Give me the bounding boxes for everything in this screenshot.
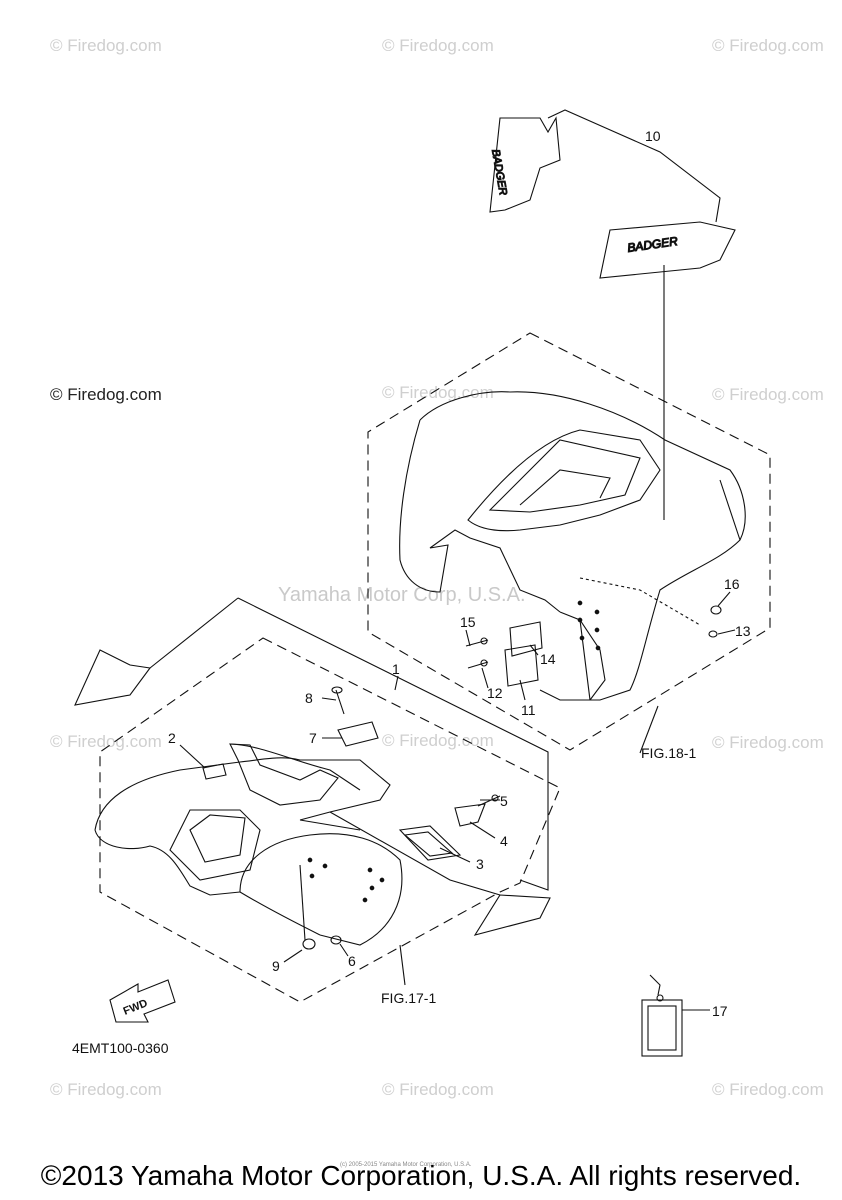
label-part-17: 17	[712, 1003, 728, 1019]
part-8-screw	[335, 689, 345, 715]
part-11-plate	[504, 644, 539, 687]
label-part-9: 9	[272, 958, 280, 974]
watermark-bottom-left: © Firedog.com	[50, 1080, 162, 1099]
part-9-grommet	[302, 938, 316, 950]
leader-13	[717, 629, 736, 635]
leader-10-bracket	[547, 109, 721, 223]
leader-12	[481, 667, 489, 689]
label-fig-17-1: FIG.17-1	[381, 990, 436, 1006]
label-part-14: 14	[540, 651, 556, 667]
rear-hidden-line	[579, 577, 701, 626]
diagram-code: 4EMT100-0360	[72, 1040, 169, 1056]
part-7-plate	[337, 721, 379, 747]
footer-copyright: ©2013 Yamaha Motor Corporation, U.S.A. A…	[40, 1160, 802, 1191]
part-17-tag	[641, 974, 710, 1057]
part-3-plate-inner	[403, 831, 454, 857]
leader-8	[321, 697, 337, 701]
watermark-left-dark: © Firedog.com	[50, 385, 162, 404]
label-part-15: 15	[460, 614, 476, 630]
part-6-clip	[330, 935, 342, 945]
part-12-head	[480, 659, 488, 667]
leader-16	[717, 591, 731, 607]
label-part-11: 11	[521, 702, 536, 718]
label-part-6: 6	[348, 953, 356, 969]
label-part-1: 1	[392, 661, 400, 677]
part-5-screw	[477, 795, 501, 807]
watermark-mid-center: © Firedog.com	[382, 383, 494, 402]
label-part-4: 4	[500, 833, 508, 849]
watermark-low-right: © Firedog.com	[712, 733, 824, 752]
leader-14	[529, 644, 539, 656]
leader-fig18	[639, 705, 659, 754]
front-fender	[94, 743, 501, 946]
part-1-bracket	[237, 597, 549, 891]
watermark-top-left: © Firedog.com	[50, 36, 162, 55]
front-decal-right	[473, 894, 551, 936]
rear-fender-group-outline	[367, 332, 771, 751]
front-decal-left	[74, 649, 151, 706]
watermark-low-left: © Firedog.com	[50, 732, 162, 751]
rear-fender	[399, 391, 746, 701]
leader-11	[519, 679, 526, 701]
label-fig-18-1: FIG.18-1	[641, 745, 696, 761]
label-part-12: 12	[487, 685, 503, 701]
leader-3	[439, 847, 471, 863]
label-part-16: 16	[724, 576, 740, 592]
label-part-7: 7	[309, 730, 317, 746]
decal-badger-horizontal: BADGER	[626, 234, 678, 255]
leader-4	[469, 821, 496, 839]
leader-2	[179, 744, 206, 769]
part-15-head	[480, 637, 488, 645]
watermark-mid-right: © Firedog.com	[712, 385, 824, 404]
watermark-yamaha: Yamaha Motor Corp, U.S.A.	[278, 584, 526, 606]
watermark-low-center: © Firedog.com	[382, 731, 494, 750]
part-5-head	[491, 794, 499, 802]
part-13-clip	[708, 630, 718, 638]
leader-9	[283, 949, 303, 963]
part-3-plate	[398, 825, 462, 861]
decal-10-lower	[599, 221, 736, 279]
part-4-plate	[454, 803, 486, 827]
decal-10-upper	[489, 116, 561, 213]
front-fender-group-outline	[99, 637, 561, 1003]
part-12-screw	[467, 661, 489, 669]
watermark-top-right: © Firedog.com	[712, 36, 824, 55]
watermark-bottom-center: © Firedog.com	[382, 1080, 494, 1099]
part-16-grommet	[710, 605, 722, 615]
leader-15	[465, 629, 471, 647]
label-part-3: 3	[476, 856, 484, 872]
fwd-arrow	[109, 979, 176, 1023]
part-2-decal	[202, 763, 227, 780]
leader-6	[339, 943, 349, 957]
watermark-top-center: © Firedog.com	[382, 36, 494, 55]
label-part-8: 8	[305, 690, 313, 706]
part-14-plate	[509, 621, 543, 657]
leader-1	[394, 675, 399, 691]
label-part-5: 5	[500, 793, 508, 809]
part-8-head	[331, 686, 343, 694]
watermark-bottom-right: © Firedog.com	[712, 1080, 824, 1099]
label-part-10: 10	[645, 128, 661, 144]
footer-small-copyright: (c) 2005-2015 Yamaha Motor Corporation, …	[340, 1162, 472, 1168]
fwd-label: FWD	[122, 997, 150, 1018]
label-part-2: 2	[168, 730, 176, 746]
label-part-13: 13	[735, 623, 751, 639]
part-1-bracket-left	[149, 597, 239, 669]
leader-fig17	[399, 944, 406, 986]
